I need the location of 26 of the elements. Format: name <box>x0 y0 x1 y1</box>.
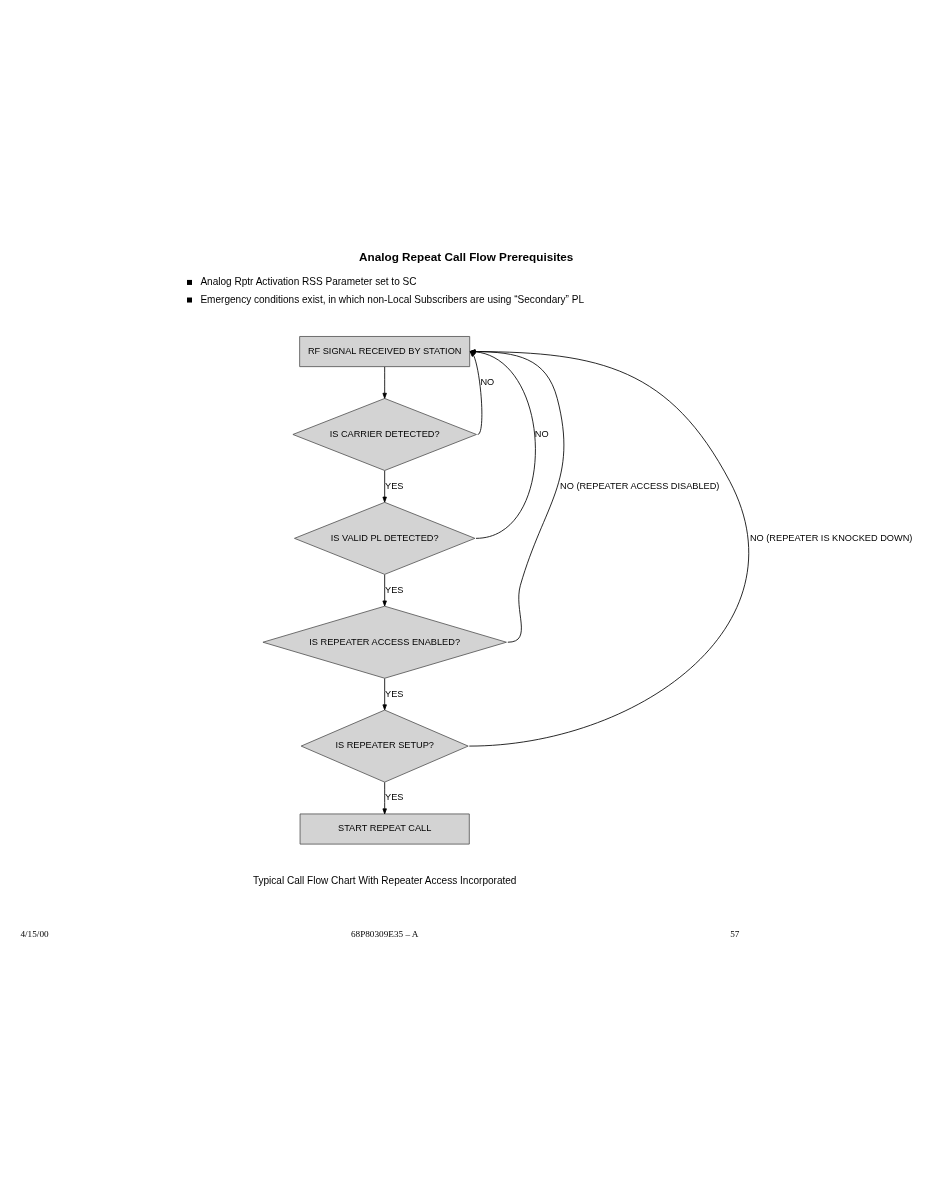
edge-label: NO <box>480 376 495 387</box>
node-diamond: IS CARRIER DETECTED? <box>292 397 477 471</box>
arrow <box>382 469 387 503</box>
label: 4/15/00 <box>20 928 49 939</box>
label: Analog Rptr Activation RSS Parameter set to SC <box>200 275 417 287</box>
edge-label: NO (REPEATER ACCESS DISABLED) <box>560 480 720 491</box>
node-box: RF SIGNAL RECEIVED BY STATION <box>299 335 471 367</box>
arrow <box>382 677 387 710</box>
edge-label: YES <box>385 584 404 595</box>
arrow <box>382 366 387 399</box>
edge-label: NO <box>534 428 549 439</box>
label: 68P80309E35 – A <box>350 928 419 939</box>
edge-label: NO (REPEATER IS KNOCKED DOWN) <box>749 532 913 543</box>
node-diamond: IS VALID PL DETECTED? <box>294 501 476 575</box>
caption: Typical Call Flow Chart With Repeater Access Incorporated <box>252 874 517 886</box>
edge-label: YES <box>385 688 404 698</box>
diagram-title: Analog Repeat Call Flow Prerequisites <box>359 249 574 263</box>
arrow <box>382 781 387 814</box>
node-box: START REPEAT CALL <box>299 813 470 844</box>
node-diamond: IS REPEATER ACCESS ENABLED? <box>262 605 507 679</box>
edge-label: YES <box>385 791 404 802</box>
node-diamond: IS REPEATER SETUP? <box>300 709 469 783</box>
arrow <box>382 573 387 606</box>
label: Emergency conditions exist, in which non-Local Subscribers are using “Secondary” PL <box>200 293 585 305</box>
edge-label: YES <box>385 480 404 491</box>
label: 57 <box>730 928 740 939</box>
